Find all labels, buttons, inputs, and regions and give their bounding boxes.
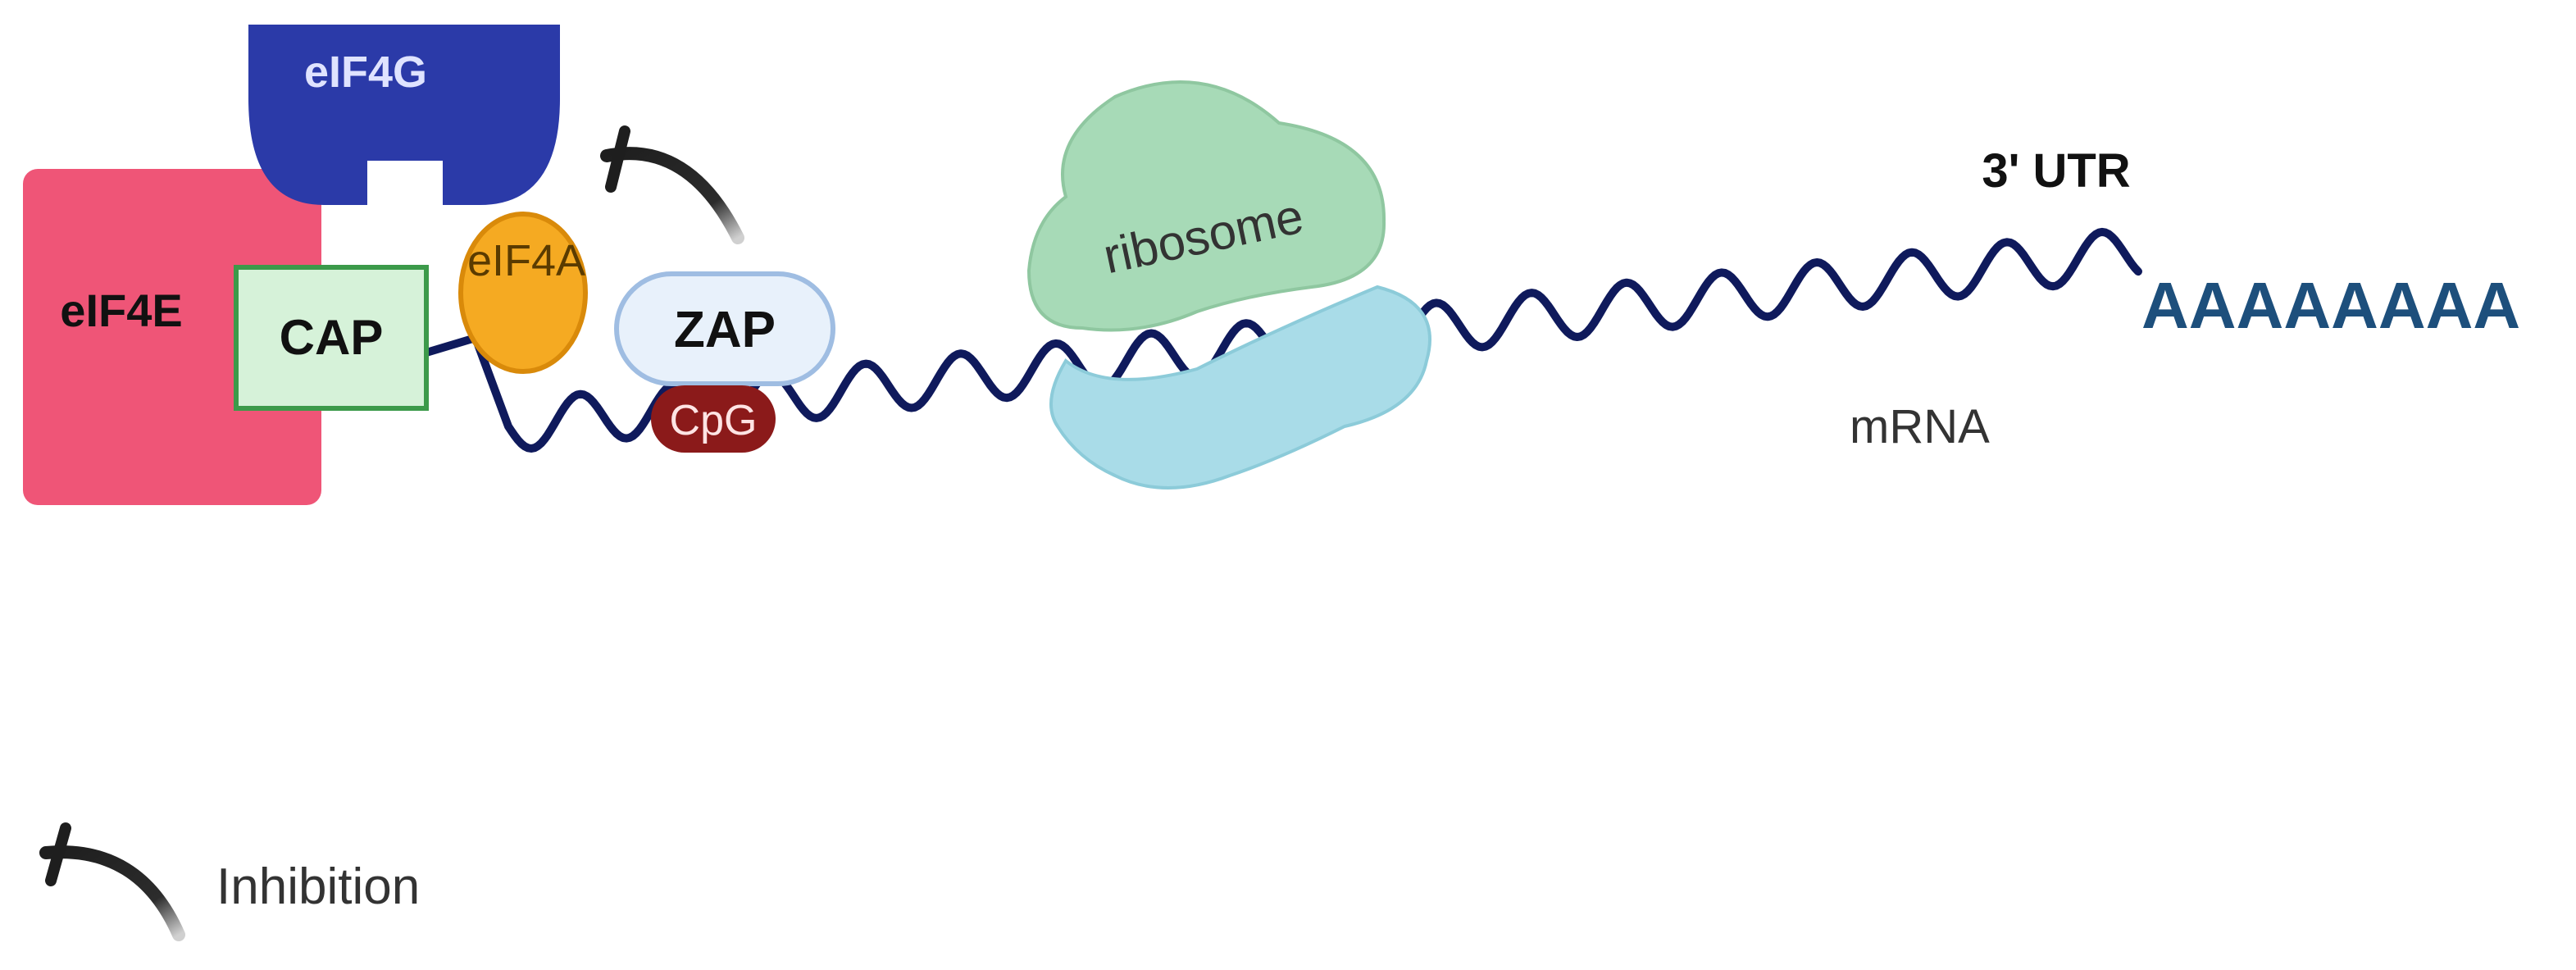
ribosome-large-subunit (1026, 80, 1386, 332)
legend-inhibition-arrow (39, 845, 185, 941)
eif4e-label: eIF4E (60, 285, 182, 336)
eif4a-shape (458, 212, 588, 374)
zap-shape (614, 271, 835, 386)
mrna-label: mRNA (1850, 400, 1990, 453)
eif4a-label: eIF4A (467, 236, 585, 285)
cap-label: CAP (280, 310, 384, 365)
eif4e-shape (23, 169, 321, 505)
cap-shape (234, 265, 429, 411)
cpg-shape (651, 385, 776, 453)
cpg-label: CpG (670, 397, 758, 444)
inhibition-arrow (600, 147, 744, 244)
inhibition-arrowhead (605, 125, 630, 193)
zap-label: ZAP (674, 302, 776, 358)
legend-inhibition-label: Inhibition (216, 858, 420, 915)
polya-tail: AAAAAAAA (2141, 269, 2520, 342)
legend: Inhibition (39, 822, 420, 941)
legend-inhibition-arrowhead (45, 822, 71, 886)
eif4g-label: eIF4G (304, 48, 427, 97)
ribosome-small-subunit (1049, 285, 1431, 490)
utr-label: 3' UTR (1982, 144, 2130, 198)
eif4g-shape (248, 25, 560, 205)
